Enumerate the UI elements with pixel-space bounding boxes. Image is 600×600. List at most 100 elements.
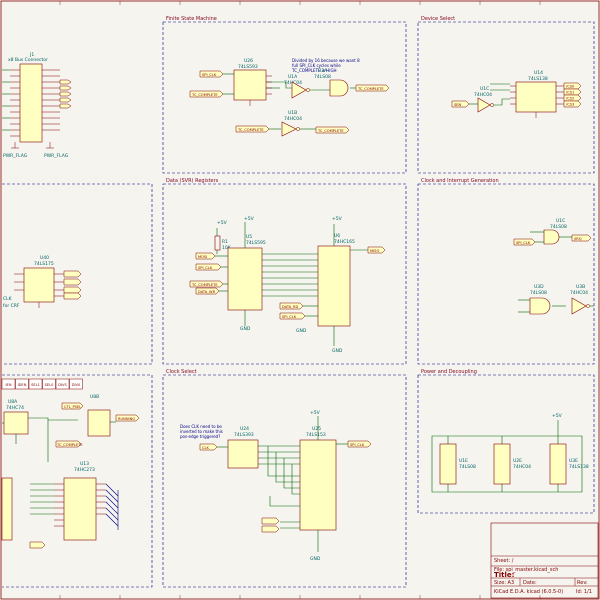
u40-ref: U40 bbox=[40, 255, 49, 261]
net-clk: CLK bbox=[202, 446, 210, 450]
bottom-row-label: SEL1 bbox=[31, 383, 40, 387]
pwr-flag-2: PWR_FLAG bbox=[44, 153, 69, 159]
u3b-ref: U3B bbox=[576, 284, 585, 290]
u26-part: 74LS593 bbox=[238, 64, 258, 70]
tb-eda: KiCad E.D.A. kicad (6.0.5-0) bbox=[494, 589, 563, 595]
u13-part: 74HC273 bbox=[74, 467, 95, 473]
tb-rev: Rev: bbox=[577, 580, 588, 586]
power-chip-ref: U3E bbox=[569, 458, 578, 464]
j1-connector: J1 x8 Bus Connector PWR_FLAG PWR_FLAG bbox=[2, 52, 72, 159]
u5-part: 74LS595 bbox=[246, 240, 266, 246]
u1c-ref-dev: U1C bbox=[480, 86, 489, 92]
power-chip-part: 74HC04 bbox=[513, 464, 531, 470]
latch-label: CTL_PSEL bbox=[64, 405, 81, 409]
panel-clock-select bbox=[162, 374, 407, 588]
tb-size: Size: A3 bbox=[494, 580, 514, 586]
cs-output-label: /CS2 bbox=[566, 97, 574, 101]
clk-note-2: for CRF bbox=[3, 303, 20, 309]
u1c-part-dev: 74HC04 bbox=[474, 92, 492, 98]
net-spi-clk-svr: SPI_CLK bbox=[198, 266, 213, 270]
net-spi-clk-svr-2: SPI_CLK bbox=[282, 315, 297, 319]
net-miso: MISO bbox=[370, 249, 379, 253]
panel-clock-irq bbox=[417, 183, 595, 365]
power-chip bbox=[549, 443, 567, 485]
vcc-svr-3: +5V bbox=[332, 216, 343, 222]
panel-left-bottom bbox=[2, 374, 153, 588]
device-select-section: U1C 74HC04 SEN U14 74LS138 /CS0/CS1/CS2/… bbox=[451, 70, 582, 118]
net-tc-fsm-1: TC_COMPLETE bbox=[191, 93, 218, 97]
bottom-row-box bbox=[1, 378, 16, 390]
r1-val: 10K bbox=[222, 245, 232, 251]
bottom-row-label: IEN bbox=[5, 383, 11, 387]
u8a-ref: U8A bbox=[8, 399, 18, 405]
panel-title-clock-irq: Clock and Interrupt Generation bbox=[421, 178, 499, 184]
cs-output-flag bbox=[563, 100, 582, 108]
bottom-row-box bbox=[28, 378, 43, 390]
panel-svr bbox=[162, 183, 407, 365]
panel-title-svr: Data (SVR) Registers bbox=[166, 178, 219, 184]
net-irq: /IRQ bbox=[574, 237, 582, 241]
gnd-svr-2: GND bbox=[296, 328, 307, 334]
bottom-row-box bbox=[55, 378, 70, 390]
clk-note: CLK bbox=[3, 296, 13, 302]
pwr-flag-1: PWR_FLAG bbox=[3, 153, 28, 159]
j1-ref: J1 bbox=[29, 52, 34, 58]
net-spi-clk-fsm: SPI_CLK bbox=[202, 73, 217, 77]
bottom-row-box bbox=[42, 378, 56, 390]
cs-output-label: /CS3 bbox=[566, 103, 574, 107]
net-spi-clk-clk: SPI_CLK bbox=[350, 443, 365, 447]
net-tc-fsm-4: TC_COMPLETE bbox=[357, 87, 384, 91]
cs-output-flag bbox=[563, 94, 582, 102]
svg-text:inverted to make this: inverted to make this bbox=[180, 429, 223, 434]
u14-part: 74LS138 bbox=[528, 76, 548, 82]
gnd-svr-3: GND bbox=[332, 348, 343, 354]
u25-part: 74LS153 bbox=[306, 432, 326, 438]
u1b-ref: U1B bbox=[288, 110, 297, 116]
power-chip-part: 74LS08 bbox=[459, 464, 476, 470]
u8a-part: 74HC74 bbox=[6, 405, 24, 411]
u5-ref: U5 bbox=[246, 234, 252, 240]
frame-ticks bbox=[59, 1, 541, 599]
clock-select-section: Does CLK need to be inverted to make thi… bbox=[180, 410, 372, 562]
u6-part: 74HC165 bbox=[334, 239, 355, 245]
net-data-wr: DATA_WR bbox=[198, 290, 216, 294]
vcc-svr-1: +5V bbox=[217, 220, 228, 226]
clock-irq-section: U1C 74LS08 SPI_CLK /IRQ U3D 74LS08 U3B 7… bbox=[513, 218, 594, 315]
u14-ref: U14 bbox=[534, 70, 543, 76]
bottom-row-label: SEL0 bbox=[45, 383, 55, 387]
u1c-ref-irq: U1C bbox=[556, 218, 565, 224]
power-chip-ref: U1E bbox=[459, 458, 468, 464]
power-chip bbox=[493, 443, 511, 485]
u26-ref: U26 bbox=[244, 58, 253, 64]
power-chip-part: 74LS138 bbox=[569, 464, 589, 470]
u6-ref: U6 bbox=[334, 233, 340, 239]
gnd-clk: GND bbox=[310, 556, 321, 562]
tb-title: Title: bbox=[494, 571, 515, 579]
panel-title-fsm: Finite State Machine bbox=[166, 16, 217, 22]
u40-chip: U40 74LS175 CLK for CRF bbox=[3, 255, 82, 309]
bottom-row-label: IDEN bbox=[18, 383, 27, 387]
vcc-clk: +5V bbox=[310, 410, 321, 416]
gnd-svr-1: GND bbox=[240, 326, 251, 332]
tb-file: File: spi_master.kicad_sch bbox=[494, 567, 558, 573]
panel-device-select bbox=[417, 21, 595, 174]
u40-part: 74LS175 bbox=[34, 261, 54, 267]
cs-output-flag bbox=[563, 88, 582, 96]
tb-id: Id: 1/1 bbox=[576, 589, 592, 595]
running-label: RUNNING bbox=[118, 417, 135, 421]
panel-title-device-select: Device Select bbox=[421, 16, 455, 22]
panel-power bbox=[417, 374, 595, 514]
net-spi-clk-irq: SPI_CLK bbox=[516, 241, 531, 245]
power-chip bbox=[439, 443, 457, 485]
j1-name: x8 Bus Connector bbox=[8, 57, 48, 63]
svr-section: +5V R1 10K MOSI SPI_CLK TC_COMPLETE DATA… bbox=[189, 216, 386, 354]
net-tc-fsm-2: TC_COMPLETE bbox=[237, 128, 264, 132]
panel-left-mid bbox=[2, 183, 153, 365]
net-sen: SEN bbox=[454, 103, 462, 107]
u24-part: 74LS393 bbox=[234, 432, 254, 438]
u1a-ref: U1A bbox=[288, 74, 298, 80]
